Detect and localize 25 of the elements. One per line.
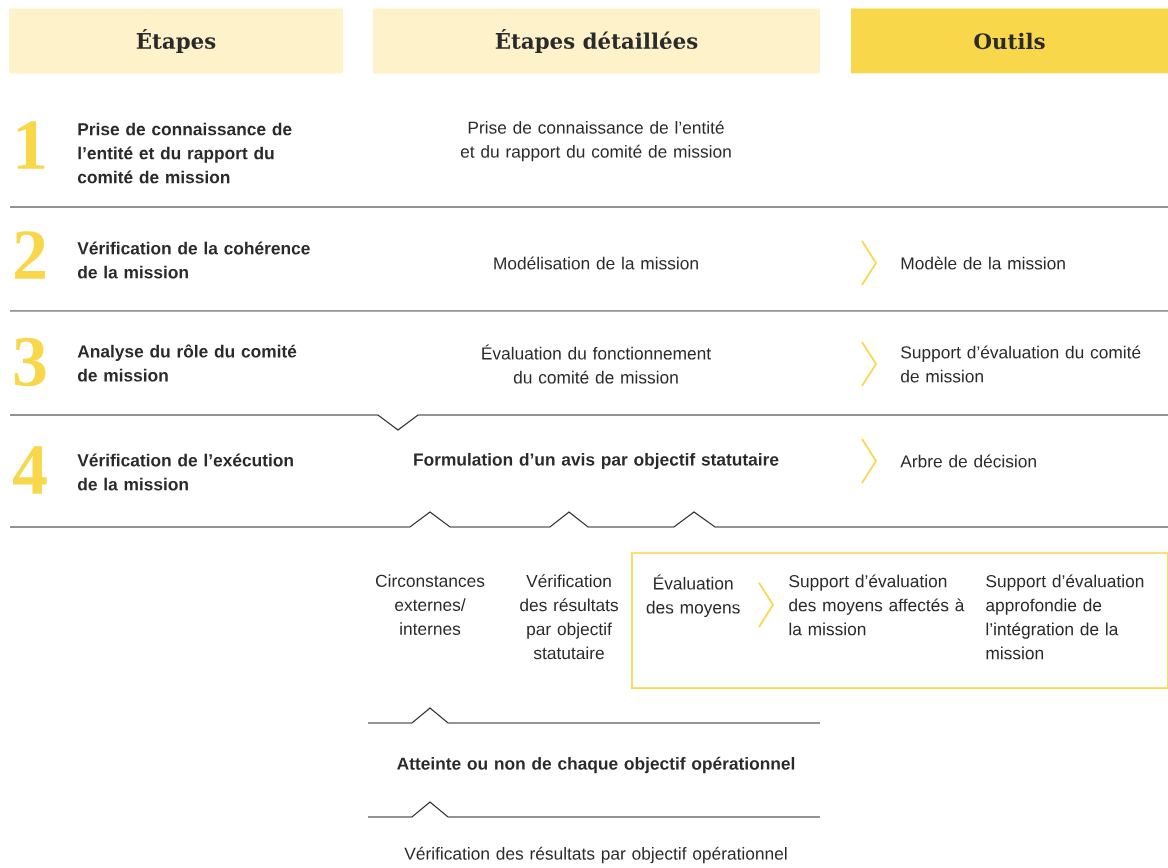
step-number: 2 (15, 231, 45, 279)
tool-text: Support d’évaluation approfondie de l’intégration de la mission (986, 574, 1144, 660)
tool-text: Modèle de la mission (901, 256, 1065, 270)
detail-step-text: Formulation d’un avis par objectif statutaire (414, 452, 779, 470)
sub-step-text: Vérification des résultats par objectif statutaire (520, 574, 618, 660)
step-number: 4 (13, 446, 47, 494)
step-title: Prise de connaissance de l’entité et du rapport du comité de mission (77, 122, 292, 184)
tool-text: Support d’évaluation du comité de mission (901, 345, 1141, 383)
sub-step-text: Circonstances externes/ internes (375, 574, 485, 635)
tool-text: Support d’évaluation des moyens affectés à la mission (789, 574, 965, 636)
detail-step-text: Atteinte ou non de chaque objectif opérationnel (397, 756, 795, 774)
detail-step-text: Modélisation de la mission (494, 256, 698, 270)
step-title: Vérification de l’exécution de la mission (77, 453, 293, 491)
detail-step-text: Prise de connaissance de l’entité et du rapport du comité de mission (460, 120, 731, 162)
detail-step-text: Vérification des résultats par objectif opérationnel (404, 846, 787, 864)
header-box: Étapes (9, 8, 343, 74)
step-title: Vérification de la cohérence de la mission (77, 241, 310, 279)
header-box: Étapes détaillées (373, 8, 820, 74)
header-box: Outils (851, 8, 1168, 74)
sub-step-text: Évaluation des moyens (646, 574, 740, 618)
step-number: 3 (14, 337, 46, 387)
highlight-frame (631, 552, 1168, 689)
tool-text: Arbre de décision (900, 454, 1036, 468)
detail-step-text: Évaluation du fonctionnement du comité de mission (482, 344, 711, 384)
step-title: Analyse du rôle du comité de mission (77, 344, 297, 382)
